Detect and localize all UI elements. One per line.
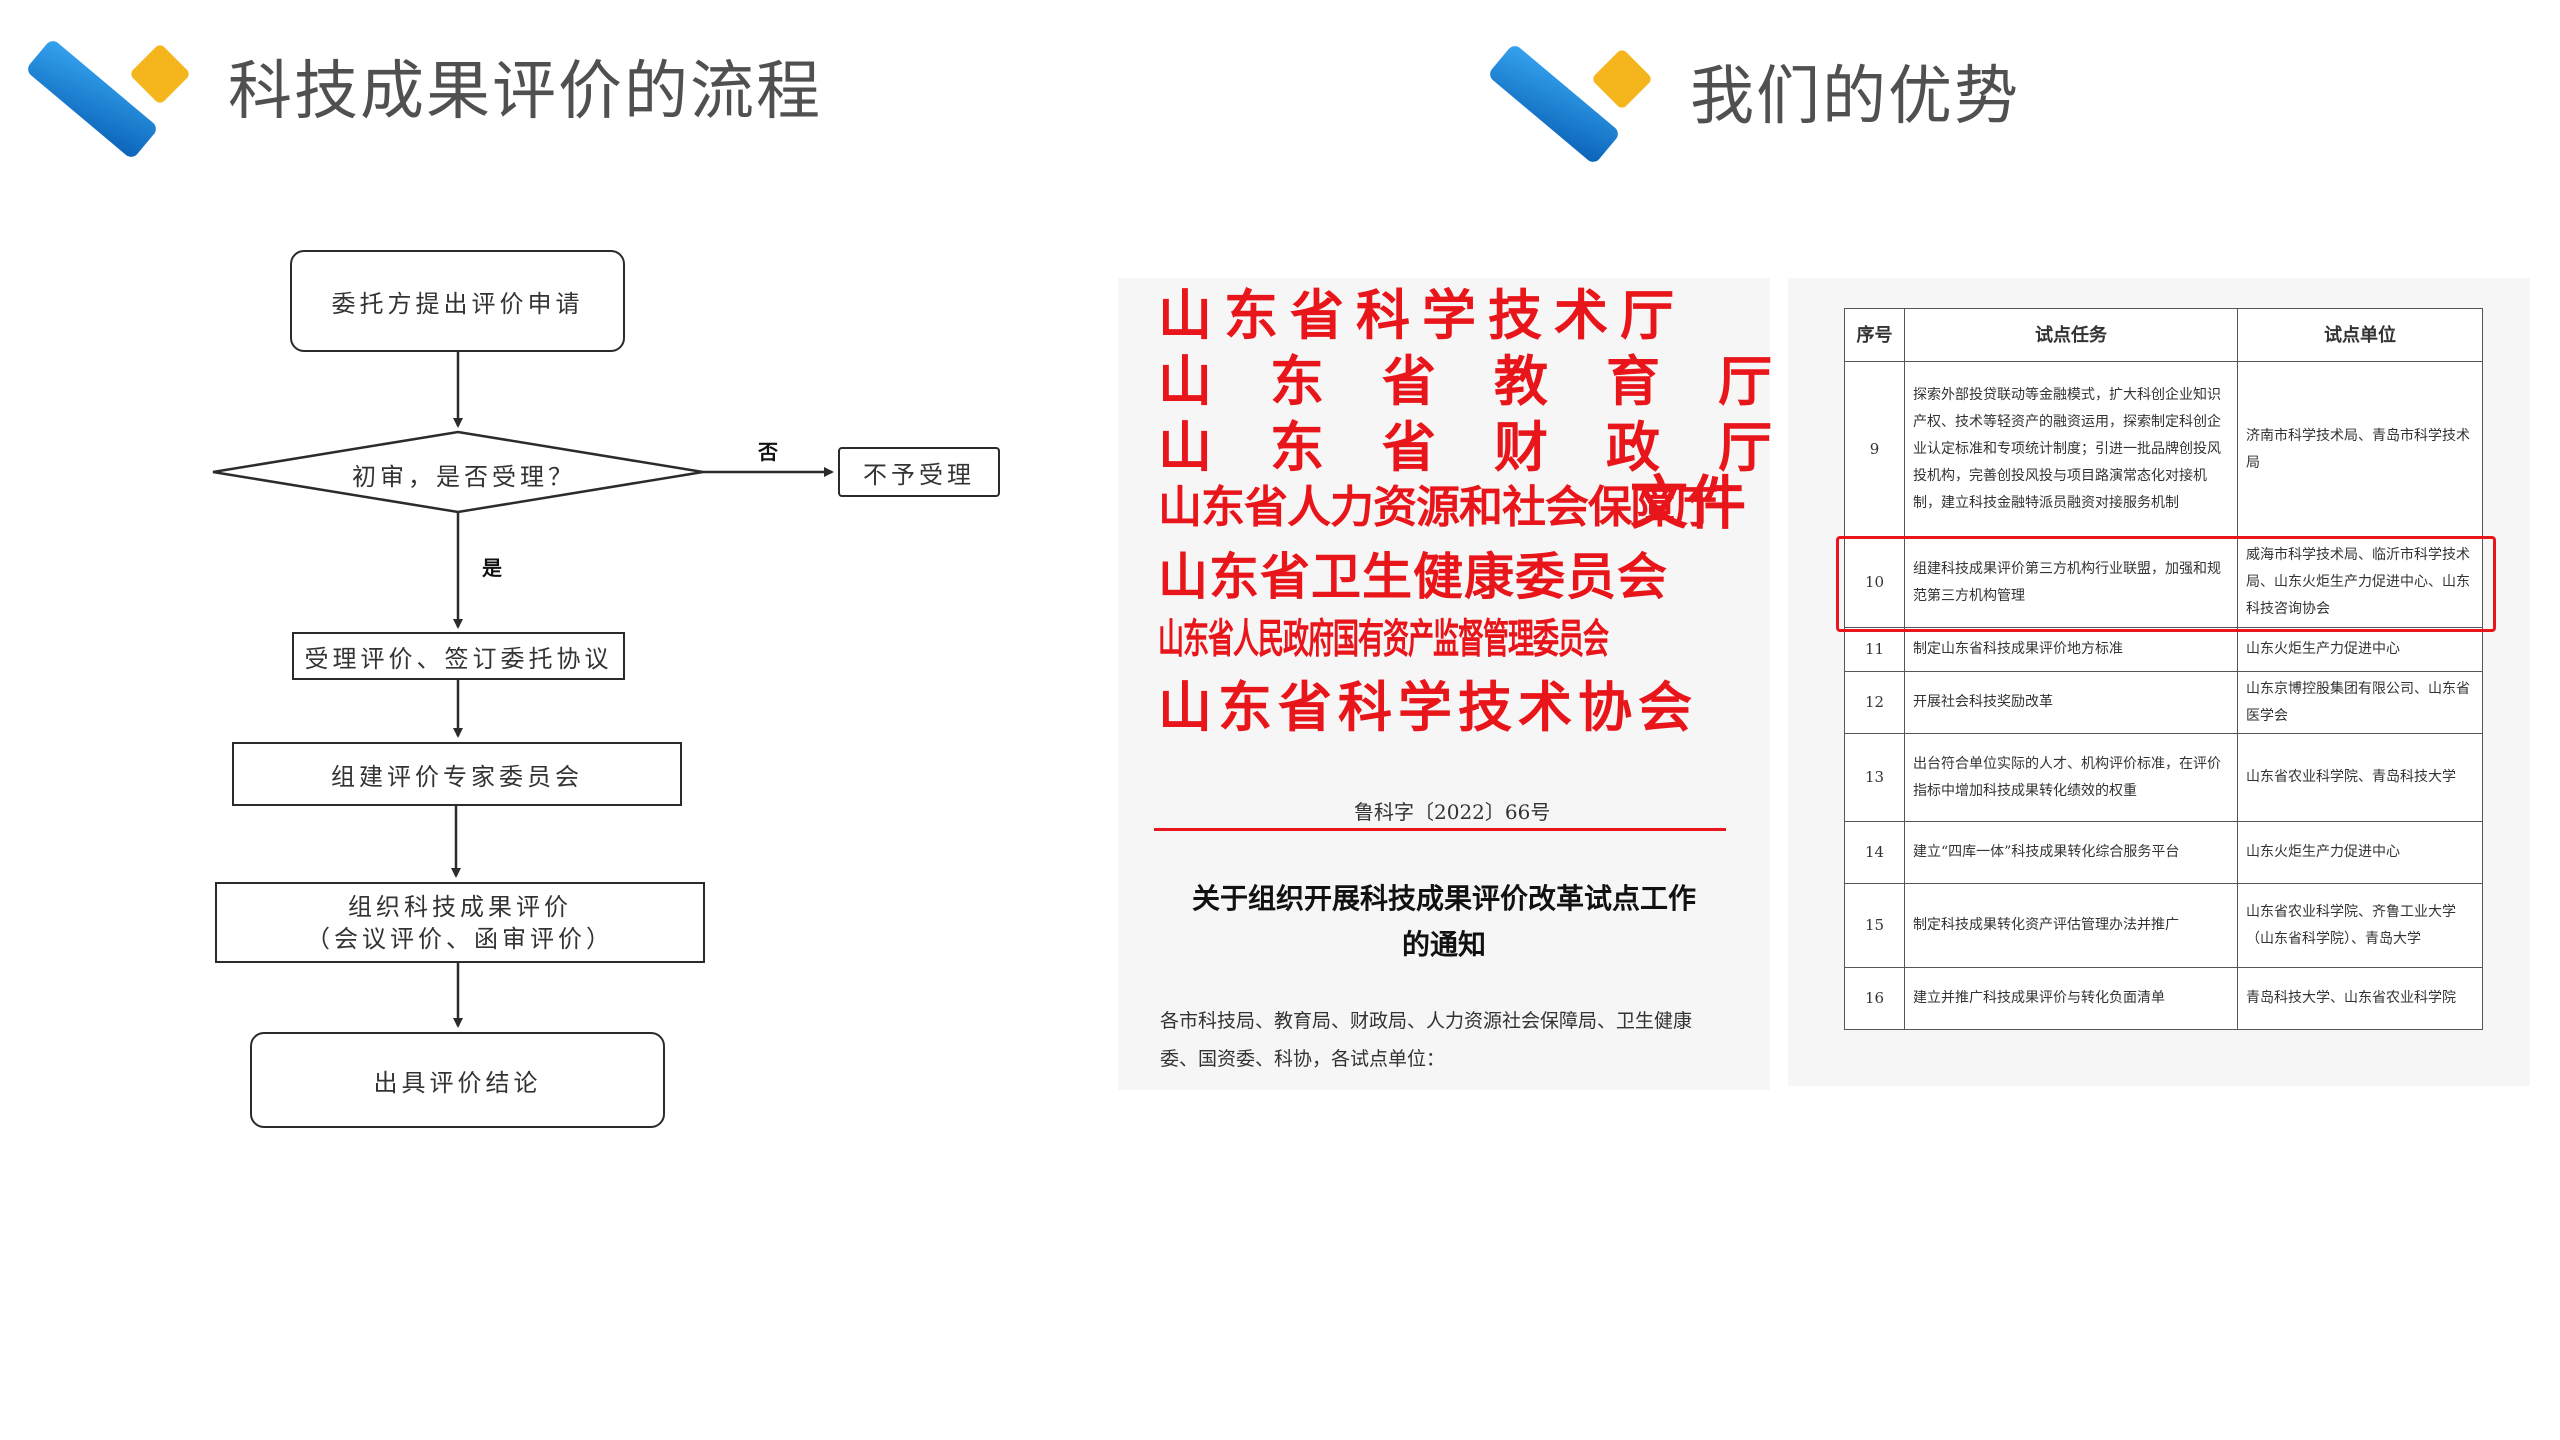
- flow-step-evaluate: 组织科技成果评价 （会议评价、函审评价）: [215, 882, 705, 963]
- doc-body: 各市科技局、教育局、财政局、人力资源社会保障局、卫生健康 委、国资委、科协，各试…: [1160, 1002, 1692, 1078]
- doc-issuer: 山东省卫生健康委员会: [1158, 547, 1668, 606]
- doc-issuer: 山东省人民政府国有资产监督管理委员会: [1158, 616, 1609, 664]
- table-row: 15 制定科技成果转化资产评估管理办法并推广 山东省农业科学院、齐鲁工业大学（山…: [1844, 883, 2483, 968]
- doc-title-line1: 关于组织开展科技成果评价改革试点工作: [1191, 882, 1696, 915]
- table-header-row: 序号 试点任务 试点单位: [1844, 308, 2483, 362]
- logo-icon: [28, 41, 189, 157]
- doc-title: 关于组织开展科技成果评价改革试点工作 的通知: [1118, 876, 1770, 968]
- row-unit: 山东京博控股集团有限公司、山东省医学会: [2237, 671, 2483, 734]
- table-header: 试点任务: [1904, 308, 2238, 362]
- flow-step-accept-label: 受理评价、签订委托协议: [304, 644, 613, 673]
- flow-step-conclusion: 出具评价结论: [250, 1032, 665, 1128]
- flow-yes-label: 是: [482, 556, 502, 580]
- flow-step-apply-label: 委托方提出评价申请: [331, 289, 584, 318]
- row-unit: 山东火炬生产力促进中心: [2237, 821, 2483, 884]
- row-unit: 山东省农业科学院、齐鲁工业大学（山东省科学院）、青岛大学: [2237, 883, 2483, 968]
- row-unit: 青岛科技大学、山东省农业科学院: [2237, 967, 2483, 1030]
- row-unit: 济南市科学技术局、青岛市科学技术局: [2237, 361, 2483, 538]
- flow-step-committee: 组建评价专家委员会: [232, 742, 682, 806]
- flow-step-reject: 不予受理: [838, 447, 1000, 497]
- doc-body-line1: 各市科技局、教育局、财政局、人力资源社会保障局、卫生健康: [1160, 1010, 1693, 1032]
- flow-no-label: 否: [758, 440, 778, 464]
- row-task: 开展社会科技奖励改革: [1904, 671, 2238, 734]
- row-number: 15: [1844, 883, 1905, 968]
- flow-step-reject-label: 不予受理: [863, 460, 975, 489]
- pilot-table-panel: 序号 试点任务 试点单位 9 探索外部投贷联动等金融模式，扩大科创企业知识产权、…: [1788, 278, 2530, 1086]
- flow-step-accept: 受理评价、签订委托协议: [292, 632, 625, 680]
- row-number: 13: [1844, 733, 1905, 822]
- section-heading-advantages: 我们的优势: [1690, 60, 2020, 134]
- doc-file-word: 文件: [1630, 469, 1747, 537]
- flow-step-evaluate-label: 组织科技成果评价: [348, 892, 572, 921]
- row-highlight-box: [1836, 536, 2496, 632]
- row-number: 11: [1844, 627, 1905, 672]
- row-task: 建立“四库一体”科技成果转化综合服务平台: [1904, 821, 2238, 884]
- doc-issuer: 山东省人力资源和社会保障厅: [1158, 482, 1718, 533]
- flow-decision-label: 初审，是否受理？: [352, 463, 576, 491]
- row-number: 9: [1844, 361, 1905, 538]
- row-unit: 山东省农业科学院、青岛科技大学: [2237, 733, 2483, 822]
- doc-title-line2: 的通知: [1401, 928, 1486, 961]
- table-row: 10 组建科技成果评价第三方机构行业联盟，加强和规范第三方机构管理 威海市科学技…: [1844, 537, 2483, 628]
- row-number: 16: [1844, 967, 1905, 1030]
- row-task: 探索外部投贷联动等金融模式，扩大科创企业知识产权、技术等轻资产的融资运用，探索制…: [1904, 361, 2238, 538]
- doc-issuer: 山东省科学技术厅: [1158, 283, 1686, 347]
- row-unit: 山东火炬生产力促进中心: [2237, 627, 2483, 672]
- section-heading-process: 科技成果评价的流程: [228, 55, 822, 129]
- flow-step-evaluate-sublabel: （会议评价、函审评价）: [306, 924, 614, 953]
- flow-step-committee-label: 组建评价专家委员会: [331, 762, 583, 791]
- notice-document: 山东省科学技术厅 山 东 省 教 育 厅 山 东 省 财 政 厅 山东省人力资源…: [1118, 278, 1772, 1090]
- pilot-table: 序号 试点任务 试点单位 9 探索外部投贷联动等金融模式，扩大科创企业知识产权、…: [1844, 308, 2483, 1030]
- row-number: 12: [1844, 671, 1905, 734]
- row-unit: 威海市科学技术局、临沂市科学技术局、山东火炬生产力促进中心、山东科技咨询协会: [2237, 537, 2483, 628]
- table-row: 13 出台符合单位实际的人才、机构评价标准，在评价指标中增加科技成果转化绩效的权…: [1844, 733, 2483, 822]
- table-header: 试点单位: [2237, 308, 2483, 362]
- row-task: 制定科技成果转化资产评估管理办法并推广: [1904, 883, 2238, 968]
- row-number: 14: [1844, 821, 1905, 884]
- flow-step-apply: 委托方提出评价申请: [290, 250, 625, 352]
- row-task: 出台符合单位实际的人才、机构评价标准，在评价指标中增加科技成果转化绩效的权重: [1904, 733, 2238, 822]
- doc-red-rule: [1154, 828, 1726, 831]
- doc-issuer: 山东省科学技术协会: [1158, 675, 1698, 739]
- table-row: 12 开展社会科技奖励改革 山东京博控股集团有限公司、山东省医学会: [1844, 671, 2483, 734]
- table-row: 11 制定山东省科技成果评价地方标准 山东火炬生产力促进中心: [1844, 627, 2483, 672]
- flowchart-connectors: [212, 352, 834, 1028]
- table-row: 16 建立并推广科技成果评价与转化负面清单 青岛科技大学、山东省农业科学院: [1844, 967, 2483, 1030]
- doc-issuer: 山 东 省 教 育 厅: [1158, 349, 1774, 413]
- logo-icon: [1490, 46, 1651, 162]
- flow-step-conclusion-label: 出具评价结论: [373, 1068, 542, 1097]
- table-row: 14 建立“四库一体”科技成果转化综合服务平台 山东火炬生产力促进中心: [1844, 821, 2483, 884]
- row-task: 制定山东省科技成果评价地方标准: [1904, 627, 2238, 672]
- doc-number: 鲁科字〔2022〕66号: [1354, 800, 1551, 824]
- doc-body-line2: 委、国资委、科协，各试点单位：: [1160, 1048, 1446, 1070]
- table-header: 序号: [1844, 308, 1905, 362]
- row-task: 建立并推广科技成果评价与转化负面清单: [1904, 967, 2238, 1030]
- table-row: 9 探索外部投贷联动等金融模式，扩大科创企业知识产权、技术等轻资产的融资运用，探…: [1844, 361, 2483, 538]
- doc-issuer: 山 东 省 财 政 厅: [1158, 415, 1774, 479]
